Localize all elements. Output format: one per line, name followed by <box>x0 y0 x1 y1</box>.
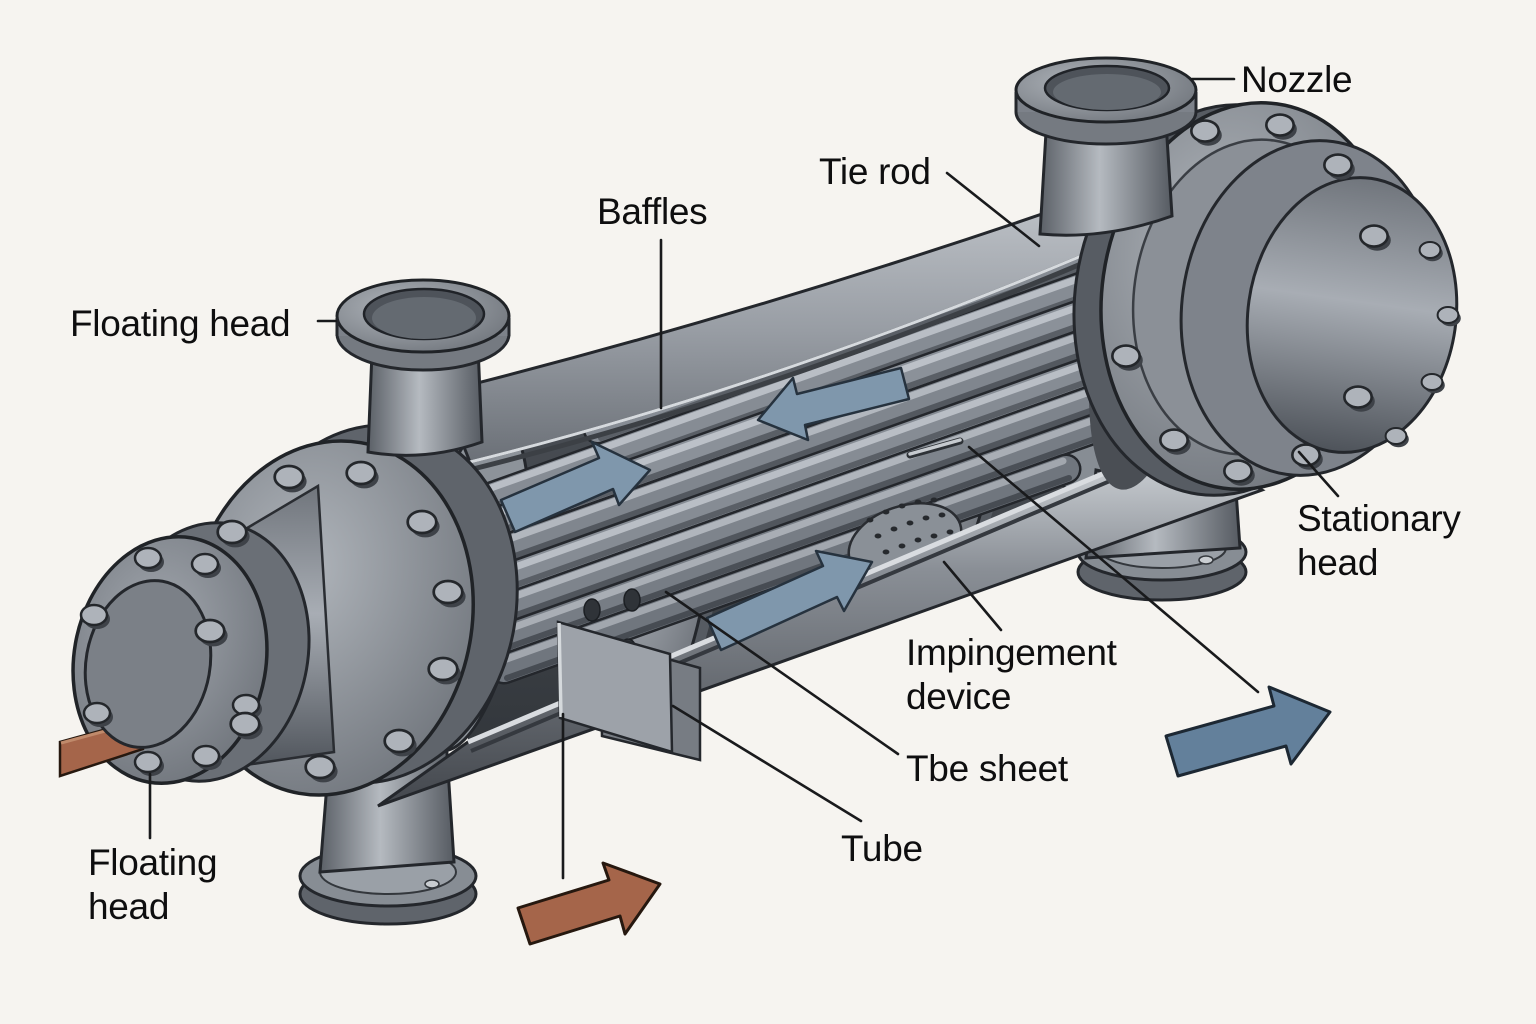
flow-arrow <box>756 366 911 442</box>
nozzle-top-right <box>1014 56 1198 237</box>
leader-tie-rod <box>945 171 1041 248</box>
inlet-nozzle-top-left <box>335 278 511 457</box>
label-tube: Tube <box>841 828 923 869</box>
flow-arrow <box>499 440 652 534</box>
tube <box>460 317 1212 605</box>
label-stationary-head: Stationary head <box>1297 498 1461 584</box>
label-impingement-device: Impingement device <box>906 632 1117 718</box>
shell-side-outlet-arrow <box>1164 685 1332 778</box>
floating-head-assembly <box>58 423 519 797</box>
leader-stationary-head <box>1297 450 1340 498</box>
leader-lines <box>148 77 1340 880</box>
label-nozzle: Nozzle <box>1241 59 1353 100</box>
leader-impingement-device <box>942 560 1003 632</box>
tube <box>451 291 1203 579</box>
flow-arrow <box>705 549 874 652</box>
label-floating-head-bottom: Floating head <box>88 842 218 928</box>
tube <box>469 344 1221 632</box>
flow-path-line <box>967 445 1260 694</box>
label-floating-head-left: Floating head <box>70 303 291 344</box>
leader-tube <box>671 704 863 823</box>
tube-side-inlet-arrow <box>516 861 662 946</box>
label-baffles: Baffles <box>597 191 708 232</box>
external-flow-arrows <box>516 685 1332 946</box>
label-tie-rod: Tie rod <box>819 151 931 192</box>
leader-tube-sheet <box>664 590 900 756</box>
label-tube-sheet: Tbe sheet <box>906 748 1068 789</box>
support-plate <box>556 620 702 762</box>
